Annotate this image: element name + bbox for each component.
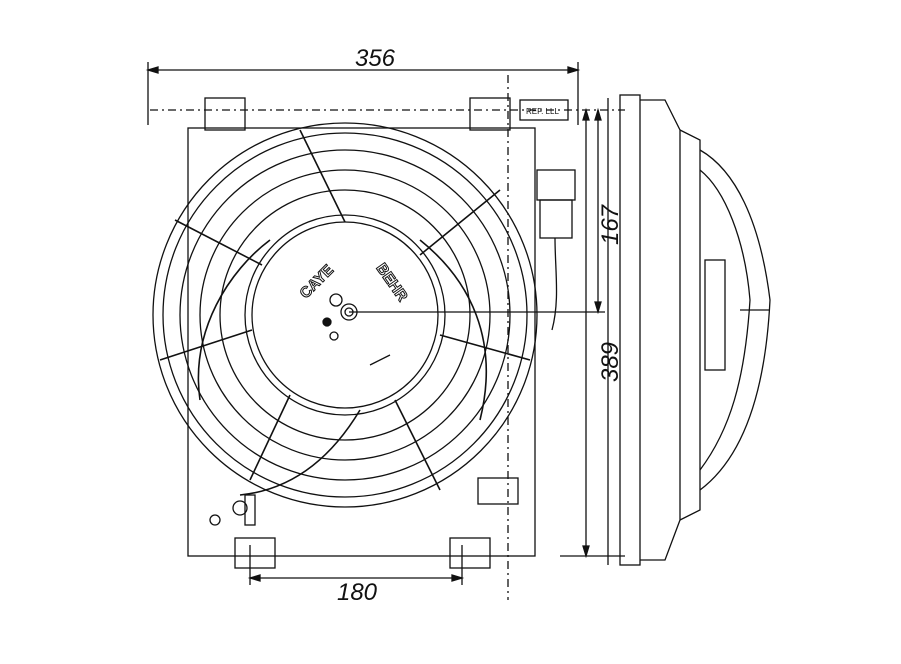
hub-label-behr: BEHR: [373, 260, 411, 305]
fan-guard: [152, 122, 538, 508]
side-view: [607, 94, 771, 566]
dimension-mount-spacing: 180: [247, 545, 465, 606]
ref-label: REF. LLL: [526, 107, 559, 116]
dimension-mount-label: 180: [337, 579, 378, 606]
dimension-width-label: 356: [355, 45, 396, 72]
dimension-width: 356: [145, 45, 581, 125]
motor-hub: CAYE BEHR: [296, 260, 540, 366]
connector: [536, 169, 576, 331]
